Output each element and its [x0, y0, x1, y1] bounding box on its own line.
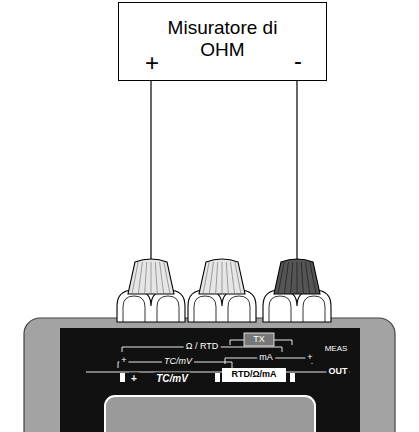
polarity-sign: + — [145, 51, 159, 75]
terminals — [117, 259, 331, 322]
range-label: TX — [251, 335, 267, 345]
range-label: TC/mV — [162, 357, 194, 367]
rtd-box — [222, 368, 286, 382]
polarity-sign: + — [305, 353, 314, 363]
wire — [150, 80, 151, 262]
wire — [296, 80, 297, 262]
meter-label: Misuratore di OHM — [158, 17, 288, 61]
polarity-sign: + — [129, 373, 139, 384]
binding-post — [117, 259, 185, 322]
range-label: mA — [257, 353, 275, 363]
range-label: Ω / RTD — [184, 342, 221, 352]
binding-post — [188, 259, 256, 322]
device-housing — [24, 318, 395, 432]
polarity-sign: - — [294, 49, 302, 73]
meter-box: Misuratore di OHM+ - — [118, 2, 327, 81]
tx-box — [244, 333, 274, 346]
terminal-label: RTD/Ω/mA — [229, 370, 278, 380]
display — [105, 396, 315, 432]
mode-label: OUT — [327, 367, 350, 377]
terminal-label: TC/mV — [154, 373, 190, 384]
binding-post — [263, 259, 331, 322]
panel-brackets — [86, 340, 350, 372]
polarity-sign: + — [119, 356, 128, 366]
mode-label: MEAS — [323, 345, 350, 354]
